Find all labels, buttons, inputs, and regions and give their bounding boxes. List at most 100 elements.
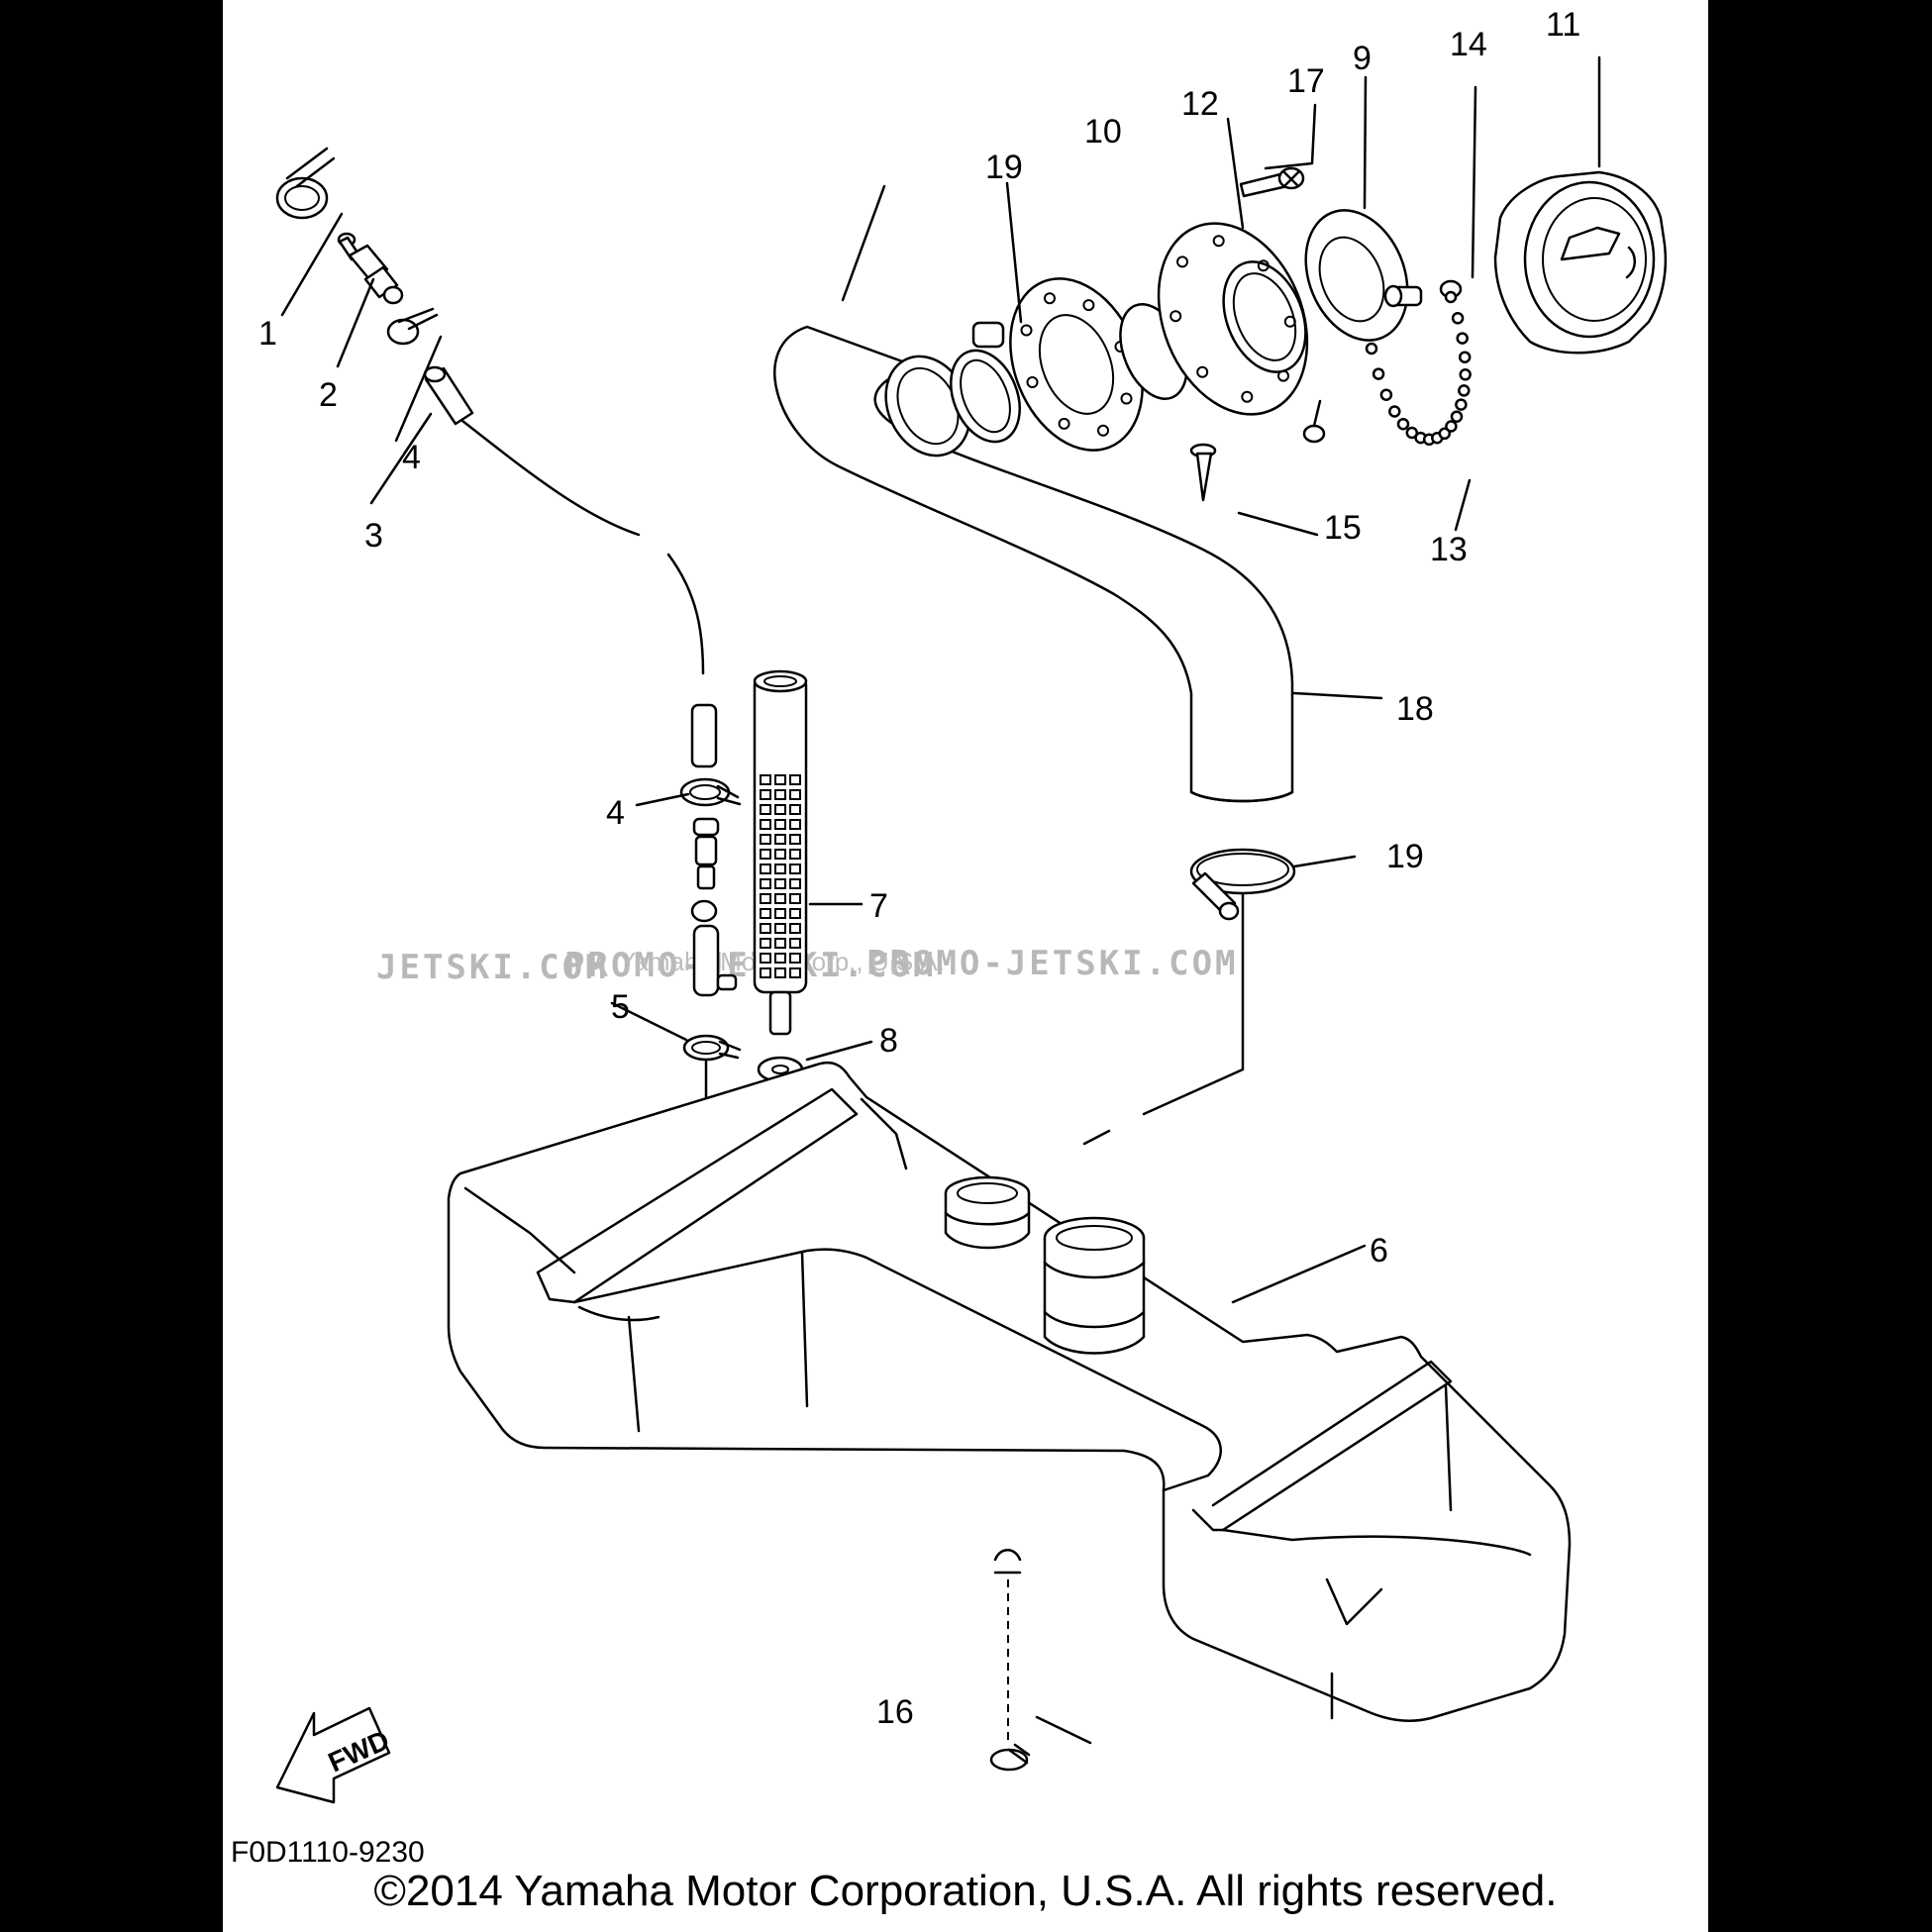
strainer-slot — [789, 864, 801, 874]
callout-numbers: 1 2 3 4 4 5 6 7 8 9 10 11 12 13 14 15 16… — [258, 6, 1580, 1731]
strainer-slot — [760, 834, 771, 845]
callout-7: 7 — [869, 887, 888, 925]
part-16-clip — [989, 1549, 1031, 1772]
strainer-slot — [774, 864, 786, 874]
callout-8: 8 — [879, 1022, 898, 1060]
copyright-notice: ©2014 Yamaha Motor Corporation, U.S.A. A… — [373, 1867, 1558, 1915]
part-19-clamp-top — [950, 321, 1021, 444]
strainer-slot — [760, 967, 771, 978]
chain-bead — [1445, 420, 1458, 433]
leader-lines — [280, 55, 1601, 1745]
callout-9: 9 — [1353, 40, 1372, 77]
strainer-slot — [760, 804, 771, 815]
gasket-hole — [1097, 424, 1109, 437]
gasket-hole — [1044, 292, 1056, 305]
strainer-slot — [789, 789, 801, 800]
strainer-slot — [760, 819, 771, 830]
callout-2: 2 — [319, 376, 338, 414]
watermark-right: PROMO-JETSKI.COM — [866, 944, 1239, 983]
strainer-slot — [760, 938, 771, 949]
strainer-slot — [760, 923, 771, 934]
callout-19-top: 19 — [985, 149, 1023, 186]
callout-19-mid: 19 — [1386, 838, 1424, 875]
parts-diagram-sheet: JETSKI.COM PROMO-JETSKI.COM PROMO-JETSKI… — [223, 0, 1708, 1932]
flange-hole — [1169, 310, 1182, 323]
chain-bead — [1396, 417, 1410, 431]
fwd-arrow-icon: FWD — [275, 1706, 394, 1804]
strainer-slot — [789, 834, 801, 845]
callout-13: 13 — [1430, 531, 1468, 568]
chain-bead — [1388, 405, 1401, 418]
strainer-slot — [789, 804, 801, 815]
strainer-slot — [774, 953, 786, 964]
strainer-slot — [760, 849, 771, 860]
strainer-slot — [774, 834, 786, 845]
strainer-slot — [760, 878, 771, 889]
part-1-clip — [275, 147, 336, 220]
chain-bead — [1458, 351, 1472, 363]
part-11-fuel-cap — [1493, 170, 1668, 355]
chain-bead — [1365, 342, 1378, 356]
gasket-hole — [1026, 376, 1039, 388]
fuel-tank-exploded-diagram: JETSKI.COM PROMO-JETSKI.COM PROMO-JETSKI… — [258, 6, 1668, 1804]
part-4-clip-mid — [679, 777, 742, 807]
gasket-hole — [1020, 324, 1033, 337]
flange-hole — [1277, 369, 1289, 382]
strainer-slot — [774, 923, 786, 934]
part-2-fitting — [337, 232, 404, 305]
chain-bead — [1444, 290, 1458, 304]
strainer-slot — [789, 967, 801, 978]
strainer-slot — [774, 893, 786, 904]
callout-3: 3 — [364, 517, 383, 555]
part-6-fuel-tank — [447, 1061, 1572, 1722]
strainer-slot — [774, 819, 786, 830]
callout-15: 15 — [1324, 509, 1362, 547]
chain-bead — [1459, 368, 1472, 381]
strainer-slot — [760, 774, 771, 785]
strainer-slot — [789, 938, 801, 949]
part-12-filler-neck — [1119, 222, 1309, 416]
chain-bead — [1458, 384, 1471, 397]
chain-bead — [1372, 367, 1385, 380]
chain-bead — [1456, 332, 1469, 345]
part-13-chain — [1302, 279, 1472, 447]
callout-16: 16 — [876, 1693, 914, 1731]
strainer-slot — [760, 789, 771, 800]
flange-hole — [1241, 390, 1254, 403]
strainer-slot — [774, 908, 786, 919]
chain-bead — [1451, 312, 1465, 325]
strainer-slot — [774, 774, 786, 785]
callout-1: 1 — [258, 315, 277, 353]
strainer-slot — [760, 908, 771, 919]
chain-bead — [1438, 427, 1452, 441]
callout-4-top: 4 — [402, 439, 421, 476]
strainer-slot — [774, 967, 786, 978]
strainer-slot — [774, 878, 786, 889]
chain-bead — [1379, 388, 1393, 401]
part-9-seal — [1304, 209, 1409, 342]
strainer-slot — [789, 923, 801, 934]
part-15-rivet — [1189, 443, 1217, 502]
callout-10: 10 — [1084, 113, 1122, 151]
gasket-hole — [1120, 392, 1133, 405]
strainer-slot — [789, 819, 801, 830]
gasket-hole — [1058, 417, 1070, 430]
callout-5: 5 — [611, 988, 630, 1026]
chain-bead — [1405, 426, 1419, 440]
gasket-hole — [1082, 299, 1095, 312]
part-10-gasket — [1009, 277, 1144, 452]
strainer-slot — [789, 908, 801, 919]
part-5-clip — [682, 1034, 742, 1062]
part-14-bolt — [1383, 284, 1423, 308]
watermark-left: JETSKI.COM — [376, 948, 609, 987]
callout-12: 12 — [1181, 85, 1219, 123]
strainer-slot — [774, 938, 786, 949]
callout-18: 18 — [1396, 690, 1434, 728]
part-17-screw — [1239, 166, 1305, 198]
flange-hole — [1212, 235, 1225, 248]
strainer-slot — [789, 953, 801, 964]
watermark-center: PROMO-JETSKI.COM — [564, 946, 937, 985]
callout-17: 17 — [1287, 62, 1325, 100]
flange-hole — [1257, 259, 1270, 272]
watermark: JETSKI.COM PROMO-JETSKI.COM PROMO-JETSKI… — [376, 944, 1239, 987]
